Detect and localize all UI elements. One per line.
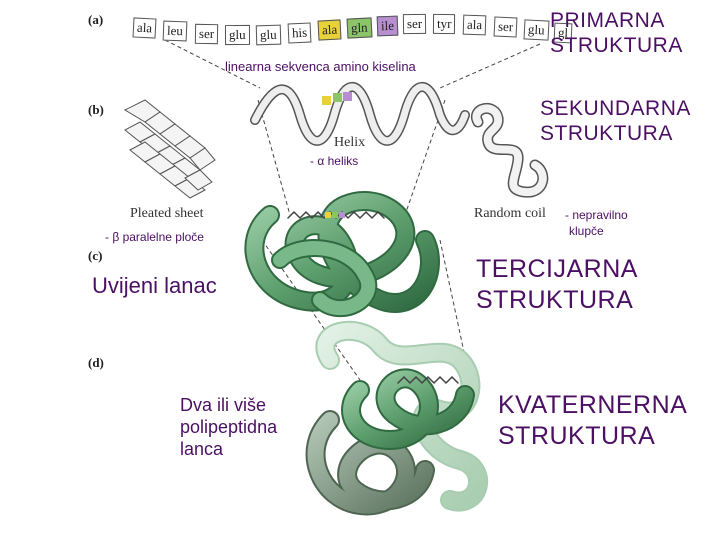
tertiary-fold-illustration: [254, 201, 430, 308]
panel-label-b: (b): [88, 102, 104, 118]
residue-ser: ser: [195, 24, 219, 44]
alpha-helix-label: - α heliks: [310, 154, 358, 168]
quaternary-fold-illustration: [316, 331, 479, 506]
residue-glu: glu: [225, 25, 250, 45]
random-coil-label: - nepravilno klupče: [565, 207, 628, 239]
panel-label-d: (d): [88, 355, 104, 371]
multi-chain-label: Dva ili više polipeptidna lanca: [180, 394, 277, 460]
panel-label-c: (c): [88, 248, 102, 264]
random-coil-line-1: - nepravilno: [565, 207, 628, 223]
multi-chain-line-2: polipeptidna: [180, 416, 277, 438]
panel-label-a: (a): [88, 12, 103, 28]
beta-sheet-label: - β paralelne ploče: [105, 230, 204, 244]
secondary-label-line-1: SEKUNDARNA: [540, 96, 691, 121]
residue-ile: ile: [377, 16, 399, 37]
residue-ser: ser: [403, 14, 426, 34]
projection-line: [258, 100, 290, 215]
pleated-sheet-illustration: [125, 100, 215, 198]
multi-chain-line-3: lanca: [180, 438, 277, 460]
residue-ala: ala: [317, 19, 341, 40]
residue-gln: gln: [347, 17, 373, 38]
residue-his: his: [288, 22, 312, 43]
quaternary-structure-label: KVATERNERNA STRUKTURA: [498, 390, 687, 452]
quaternary-label-line-2: STRUKTURA: [498, 421, 687, 452]
multi-chain-line-1: Dva ili više: [180, 394, 277, 416]
quaternary-label-line-1: KVATERNERNA: [498, 390, 687, 421]
residue-glu: glu: [256, 25, 281, 46]
projection-line: [440, 44, 540, 88]
linear-sequence-label: linearna sekvenca amino kiselina: [225, 59, 416, 74]
helix-caption: Helix: [334, 135, 365, 151]
residue-ser: ser: [494, 16, 518, 37]
residue-leu: leu: [163, 21, 188, 42]
residue-ala: ala: [133, 17, 157, 38]
secondary-structure-label: SEKUNDARNA STRUKTURA: [540, 96, 691, 146]
random-coil-line-2: klupče: [565, 223, 628, 239]
primary-label-line-1: PRIMARNA: [550, 8, 683, 33]
random-coil-illustration: [476, 108, 542, 192]
residue-glu: glu: [523, 19, 549, 40]
tertiary-structure-label: TERCIJARNA STRUKTURA: [476, 254, 638, 316]
pleated-sheet-caption: Pleated sheet: [130, 206, 203, 222]
tertiary-label-line-2: STRUKTURA: [476, 285, 638, 316]
random-coil-caption: Random coil: [474, 206, 546, 222]
primary-structure-label: PRIMARNA STRUKTURA: [550, 8, 683, 58]
residue-tyr: tyr: [433, 14, 456, 34]
folded-chain-label: Uvijeni lanac: [92, 273, 217, 299]
tertiary-label-line-1: TERCIJARNA: [476, 254, 638, 285]
primary-label-line-2: STRUKTURA: [550, 33, 683, 58]
secondary-label-line-2: STRUKTURA: [540, 121, 691, 146]
residue-ala: ala: [463, 15, 487, 36]
alpha-helix-illustration: [255, 87, 465, 141]
